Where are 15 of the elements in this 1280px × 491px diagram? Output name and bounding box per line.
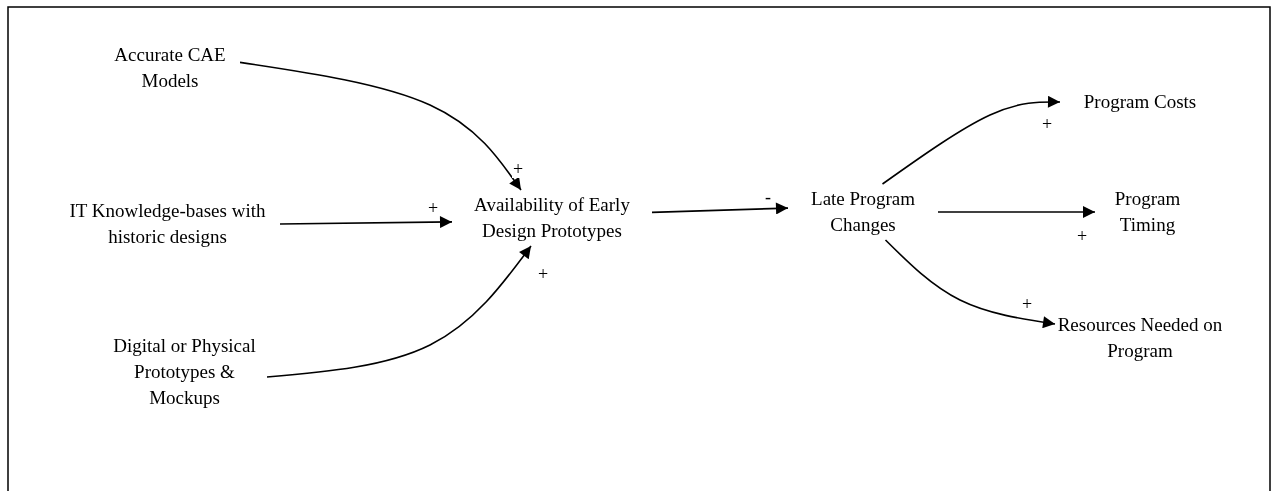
arrow (884, 239, 1056, 329)
arrow (266, 245, 532, 378)
variable-label: Digital or Physical Prototypes & Mockups (112, 334, 257, 410)
variable-label: Availability of Early Design Prototypes (473, 193, 631, 243)
arrow (937, 206, 1096, 218)
arrow (279, 216, 453, 229)
variable-label: Late Program Changes (810, 187, 916, 237)
variable-label: Accurate CAE Models (113, 43, 227, 93)
arrow (881, 95, 1061, 185)
variable-label: Resources Needed on Program (1056, 313, 1224, 363)
arrow (239, 61, 522, 191)
variable-label: IT Knowledge-bases with historic designs (68, 199, 267, 249)
variable-label: Program Timing (1113, 187, 1182, 237)
arrow (651, 202, 789, 215)
variable-label: Program Costs (1083, 90, 1197, 114)
